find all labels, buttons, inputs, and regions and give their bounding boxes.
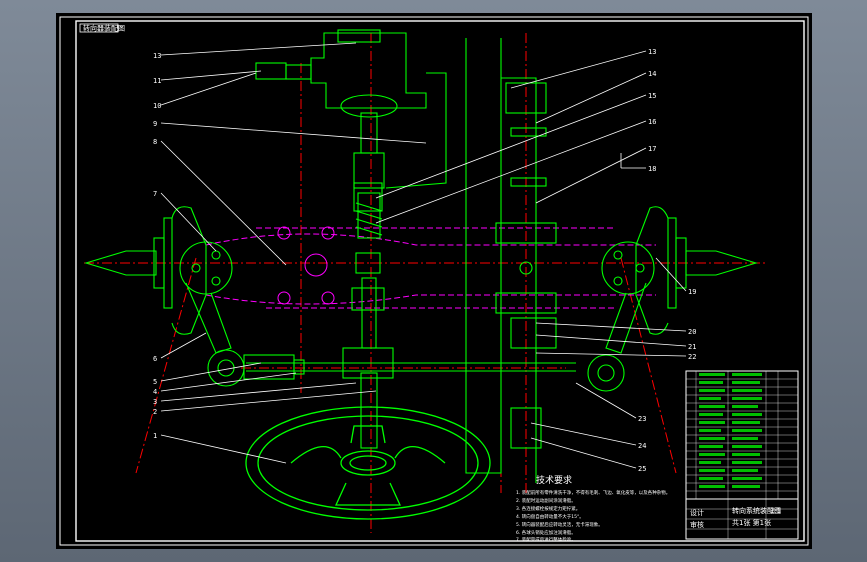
- frame-rail: [465, 38, 557, 483]
- part-label-16: 16: [648, 118, 656, 126]
- tie-rod: [246, 362, 576, 372]
- tech-req-6: 6. 各球头销处应加注润滑脂。: [516, 529, 576, 536]
- part-label-5: 5: [153, 378, 157, 386]
- part-label-23: 23: [638, 415, 646, 423]
- part-label-4: 4: [153, 388, 157, 396]
- title-block-grid: [686, 499, 798, 539]
- tech-req-3: 3. 各连接螺栓按规定力矩拧紧。: [516, 505, 580, 512]
- part-label-7: 7: [153, 190, 157, 198]
- part-label-15: 15: [648, 92, 656, 100]
- part-label-24: 24: [638, 442, 646, 450]
- part-labels: 13 11 10 9 8 7 6 5 4 3 2 1 13 14 15 16 1…: [153, 48, 696, 473]
- tech-requirements-title: 技术要求: [536, 474, 572, 486]
- part-label-9: 9: [153, 120, 157, 128]
- assembly-drawing: 转向器装配图: [59, 16, 809, 546]
- tech-req-4: 4. 转向盘自由转动量不大于15°。: [516, 513, 584, 520]
- part-label-22: 22: [688, 353, 696, 361]
- part-label-13l: 13: [153, 52, 161, 60]
- title-block-scale: 1:1: [770, 507, 781, 515]
- title-block-checker: 审核: [690, 520, 704, 529]
- part-label-1: 1: [153, 432, 157, 440]
- part-label-6: 6: [153, 355, 157, 363]
- parts-list: 转向系统装配图 共1张 第1张 1:1 设计 审核: [685, 370, 799, 540]
- parts-list-entries: [699, 373, 762, 488]
- title-block-sheet: 共1张 第1张: [732, 518, 771, 527]
- part-label-19: 19: [688, 288, 696, 296]
- leader-lines: [160, 42, 687, 469]
- title-block-designer: 设计: [690, 508, 704, 517]
- outer-frame: [59, 16, 809, 546]
- title-block-title: 转向系统装配图: [732, 506, 781, 515]
- part-label-17: 17: [648, 145, 656, 153]
- part-label-18: 18: [648, 165, 656, 173]
- left-knuckle: [84, 206, 305, 387]
- tech-req-5: 5. 转向器装配后应转动灵活，无卡滞现象。: [516, 521, 603, 528]
- tech-req-1: 1. 装配前所有零件清洗干净，不得有毛刺、飞边、氧化皮等，以及各种杂物。: [516, 489, 670, 496]
- axle-beam: [205, 227, 656, 309]
- tech-req-7: 7. 装配完成后进行整体检验。: [516, 536, 576, 543]
- part-label-2: 2: [153, 408, 157, 416]
- steering-wheel: [245, 406, 491, 520]
- part-label-10: 10: [153, 102, 161, 110]
- drawing-tag-box: [79, 23, 119, 33]
- part-label-21: 21: [688, 343, 696, 351]
- u-joint: [351, 182, 385, 311]
- bolt-marks: [277, 226, 335, 305]
- inner-frame: [75, 20, 805, 542]
- part-label-14: 14: [648, 70, 656, 78]
- part-label-13: 13: [648, 48, 656, 56]
- parts-list-rows: [686, 371, 798, 499]
- part-label-25: 25: [638, 465, 646, 473]
- technical-requirements: 技术要求 1. 装配前所有零件清洗干净，不得有毛刺、飞边、氧化皮等，以及各种杂物…: [516, 474, 670, 543]
- part-label-3: 3: [153, 398, 157, 406]
- part-label-8: 8: [153, 138, 157, 146]
- part-label-20: 20: [688, 328, 696, 336]
- drawing-canvas: 转向器装配图: [56, 13, 812, 549]
- part-label-11: 11: [153, 77, 161, 85]
- drawing-tag: 转向器装配图: [83, 24, 125, 33]
- right-knuckle: [587, 206, 758, 392]
- tech-req-2: 2. 装配时运动副间涂润滑脂。: [516, 497, 576, 504]
